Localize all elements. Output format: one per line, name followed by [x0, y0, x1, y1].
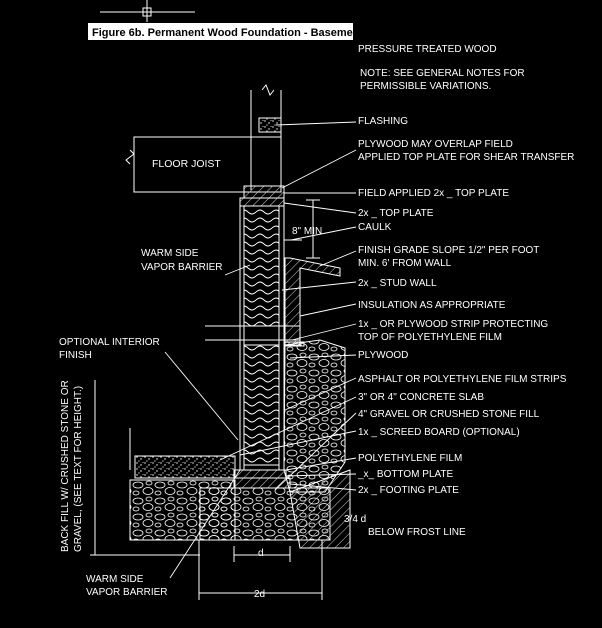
label-footing-plate: 2x _ FOOTING PLATE — [358, 485, 459, 496]
label-optional-2: FINISH — [59, 350, 92, 361]
label-screed: 1x _ SCREED BOARD (OPTIONAL) — [358, 427, 520, 438]
dimensions — [90, 199, 351, 600]
left-callouts: 8" MIN WARM SIDE VAPOR BARRIER OPTIONAL … — [59, 226, 322, 600]
label-note-1: NOTE: SEE GENERAL NOTES FOR — [360, 68, 525, 79]
label-warm-bottom-1: WARM SIDE — [86, 574, 144, 585]
label-backfill-1: BACK FILL W/ CRUSHED STONE OR — [60, 380, 71, 552]
label-asphalt: ASPHALT OR POLYETHYLENE FILM STRIPS — [358, 374, 567, 385]
label-two-d: 2d — [254, 589, 265, 600]
right-callouts: PRESSURE TREATED WOOD NOTE: SEE GENERAL … — [344, 44, 574, 538]
crosshair-mark — [100, 0, 195, 22]
leader-lines — [164, 121, 357, 579]
label-warm-side-1: WARM SIDE — [141, 248, 199, 259]
label-stud-wall: 2x _ STUD WALL — [358, 278, 437, 289]
label-grade-2: MIN. 6' FROM WALL — [358, 258, 452, 269]
label-plywood: PLYWOOD — [358, 350, 408, 361]
label-warm-side-2: VAPOR BARRIER — [141, 262, 223, 273]
label-backfill-2: GRAVEL, (SEE TEXT FOR HEIGHT.) — [73, 386, 84, 552]
label-bottom-plate: _x_ BOTTOM PLATE — [357, 469, 454, 480]
label-plywood-overlap-1: PLYWOOD MAY OVERLAP FIELD — [358, 139, 513, 150]
label-slab: 3" OR 4" CONCRETE SLAB — [358, 392, 484, 403]
figure-title-text: Figure 6b. Permanent Wood Foundation - B… — [92, 27, 363, 39]
label-strip-2: TOP OF POLYETHYLENE FILM — [358, 332, 502, 343]
label-field-plate: FIELD APPLIED 2x _ TOP PLATE — [358, 188, 509, 199]
footing — [199, 469, 351, 549]
floor-joist-label: FLOOR JOIST — [152, 158, 221, 170]
label-grade-1: FINISH GRADE SLOPE 1/2" PER FOOT — [358, 245, 539, 256]
label-eight-min: 8" MIN — [292, 226, 322, 237]
label-top-plate: 2x _ TOP PLATE — [358, 208, 434, 219]
label-strip-1: 1x _ OR PLYWOOD STRIP PROTECTING — [358, 319, 548, 330]
label-frost-line: BELOW FROST LINE — [368, 527, 466, 538]
label-pressure-treated: PRESSURE TREATED WOOD — [358, 44, 497, 55]
stud-wall — [205, 197, 300, 470]
label-poly: POLYETHYLENE FILM — [358, 453, 462, 464]
label-optional-1: OPTIONAL INTERIOR — [59, 337, 160, 348]
label-d: d — [258, 548, 264, 559]
label-three-four-d: 3/4 d — [344, 514, 366, 525]
label-warm-bottom-2: VAPOR BARRIER — [86, 587, 168, 598]
label-flashing: FLASHING — [358, 116, 408, 127]
floor-joist: FLOOR JOIST — [125, 136, 285, 199]
label-gravel: 4" GRAVEL OR CRUSHED STONE FILL — [358, 409, 540, 420]
label-caulk: CAULK — [358, 222, 392, 233]
figure-title: Figure 6b. Permanent Wood Foundation - B… — [88, 23, 363, 40]
label-plywood-overlap-2: APPLIED TOP PLATE FOR SHEAR TRANSFER — [358, 152, 574, 163]
label-note-2: PERMISSIBLE VARIATIONS. — [360, 81, 491, 92]
label-insulation: INSULATION AS APPROPRIATE — [358, 300, 506, 311]
